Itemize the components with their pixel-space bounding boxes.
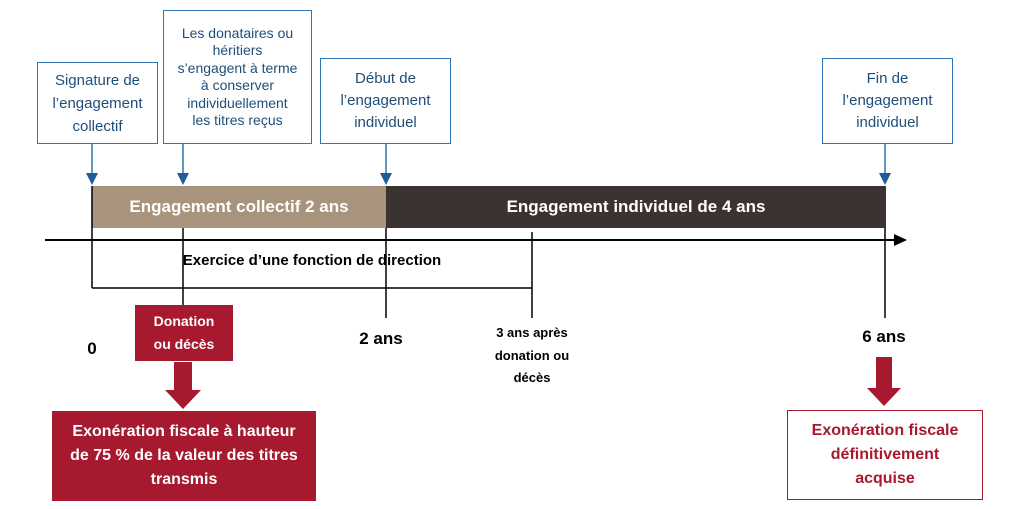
donation-or-death-event: Donation ou décès [135,305,233,361]
callout-line: l’engagement [340,92,431,109]
arrow-fin-head [879,173,891,185]
arrow-signature-head [86,173,98,185]
callout-line: individuel [856,114,919,131]
arrow-debut [380,144,392,185]
timeline-label-two-years: 2 ans [359,329,403,348]
outcome-line: définitivement [830,446,940,463]
final-exemption-box: Exonération fiscale définitivement acqui… [787,410,983,500]
outcome-line: Exonération fiscale [811,422,959,439]
collective-engagement-label: Engagement collectif 2 ans [129,197,349,216]
timeline-axis-arrowhead [894,234,907,246]
callout-line: Fin de [866,70,909,87]
callout-line: l’engagement [842,92,933,109]
callout-line: l’engagement [52,94,143,112]
callout-debut: Début de l’engagement individuel [320,58,451,144]
timeline-label-line: décès [513,370,551,385]
timeline-label-three-years: 3 ans après donation ou décès [472,322,592,390]
outcome-line: Exonération fiscale à hauteur [72,423,296,440]
timeline-label-line: 3 ans après [496,325,568,340]
arrow-signature [86,144,98,185]
callout-donataires: Les donataires ou héritiers s’engagent à… [163,10,312,144]
timeline-label-zero: 0 [87,339,97,358]
callout-line: Les donataires ou [181,24,294,41]
callout-line: à conserver [200,77,275,93]
callout-line: individuellement [187,94,288,111]
callout-line: Début de [355,70,416,87]
outcome-line: transmis [150,471,218,488]
callout-line: s’engagent à terme [177,59,298,76]
outcome-line: de 75 % de la valeur des titres [70,447,298,464]
timeline-label-line: donation ou [494,347,570,363]
arrow-to-partial-exemption [165,362,201,409]
callout-line: collectif [72,117,123,135]
callout-signature: Signature de l’engagement collectif [37,62,158,144]
arrow-debut-head [380,173,392,185]
collective-engagement-bar: Engagement collectif 2 ans [92,186,386,228]
partial-exemption-box: Exonération fiscale à hauteur de 75 % de… [52,411,316,501]
individual-engagement-bar: Engagement individuel de 4 ans [386,186,886,228]
callout-line: les titres reçus [192,112,283,128]
callout-line: Signature de [54,71,141,89]
individual-engagement-label: Engagement individuel de 4 ans [506,197,766,216]
timeline-label-six-years: 6 ans [862,327,906,346]
event-line: ou décès [153,336,215,352]
arrow-to-final-exemption [867,357,901,406]
callout-fin: Fin de l’engagement individuel [822,58,953,144]
arrow-donataires [177,144,189,185]
arrow-fin [879,144,891,185]
callout-line: héritiers [212,42,263,58]
outcome-line: acquise [855,470,915,487]
event-line: Donation [153,313,215,329]
callout-line: individuel [354,114,417,131]
direction-function-label: Exercice d’une fonction de direction [182,252,442,269]
arrow-donataires-head [177,173,189,185]
